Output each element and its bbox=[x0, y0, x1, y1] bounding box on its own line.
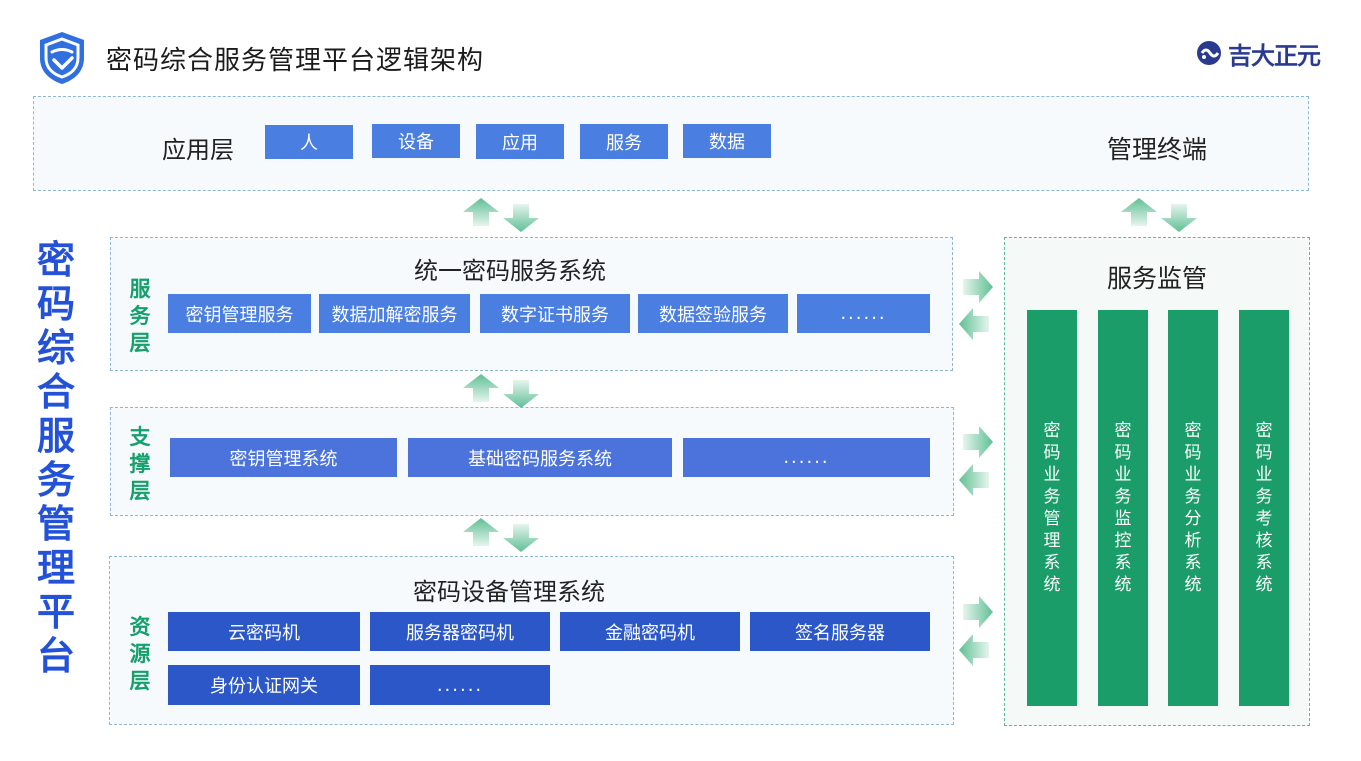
resource-layer-label: 资源层 bbox=[129, 615, 151, 693]
support-item-basic-crypto-system[interactable]: 基础密码服务系统 bbox=[408, 438, 672, 477]
app-item-person[interactable]: 人 bbox=[265, 125, 353, 159]
service-item-more[interactable]: ...... bbox=[797, 294, 930, 333]
resource-item-cloud-hsm[interactable]: 云密码机 bbox=[168, 612, 360, 651]
resource-item-auth-gateway[interactable]: 身份认证网关 bbox=[168, 665, 360, 705]
app-item-service[interactable]: 服务 bbox=[580, 124, 668, 159]
app-item-application[interactable]: 应用 bbox=[476, 124, 564, 159]
app-layer-panel bbox=[33, 96, 1309, 191]
brand-mark-icon bbox=[1197, 41, 1221, 65]
resource-item-server-hsm[interactable]: 服务器密码机 bbox=[370, 612, 550, 651]
arrow-pair-service-monitor bbox=[959, 271, 993, 340]
app-layer-label: 应用层 bbox=[162, 136, 234, 164]
support-layer-label: 支撑层 bbox=[129, 425, 151, 503]
service-layer-label: 服务层 bbox=[129, 277, 151, 355]
arrow-pair-support-resource bbox=[463, 518, 539, 552]
service-item-key-mgmt[interactable]: 密钥管理服务 bbox=[168, 294, 311, 333]
monitor-column-assessment[interactable]: 密码业务考核系统 bbox=[1239, 310, 1289, 706]
resource-item-more[interactable]: ...... bbox=[370, 665, 550, 705]
service-layer-title: 统一密码服务系统 bbox=[414, 257, 606, 285]
monitor-column-management[interactable]: 密码业务管理系统 bbox=[1027, 310, 1077, 706]
arrow-pair-terminal-monitor bbox=[1121, 198, 1197, 232]
resource-item-finance-hsm[interactable]: 金融密码机 bbox=[560, 612, 740, 651]
monitor-column-monitoring[interactable]: 密码业务监控系统 bbox=[1098, 310, 1148, 706]
support-item-more[interactable]: ...... bbox=[683, 438, 930, 477]
management-terminal-label: 管理终端 bbox=[1107, 135, 1208, 164]
app-item-data[interactable]: 数据 bbox=[683, 124, 771, 158]
page-title: 密码综合服务管理平台逻辑架构 bbox=[106, 46, 485, 76]
app-item-device[interactable]: 设备 bbox=[372, 124, 460, 158]
brand-name: 吉大正元 bbox=[1228, 41, 1321, 70]
shield-logo-icon bbox=[40, 32, 84, 84]
monitor-column-analysis[interactable]: 密码业务分析系统 bbox=[1168, 310, 1218, 706]
service-item-sign-verify[interactable]: 数据签验服务 bbox=[638, 294, 788, 333]
service-item-certificate[interactable]: 数字证书服务 bbox=[480, 294, 630, 333]
resource-layer-title: 密码设备管理系统 bbox=[413, 578, 605, 606]
resource-item-sign-server[interactable]: 签名服务器 bbox=[750, 612, 930, 651]
side-title: 密码综合服务管理平台 bbox=[36, 238, 75, 678]
monitor-title: 服务监管 bbox=[1106, 264, 1207, 293]
brand-logo: 吉大正元 bbox=[1196, 38, 1321, 70]
arrow-pair-app-service bbox=[463, 198, 539, 232]
arrow-pair-support-monitor bbox=[959, 426, 993, 496]
arrow-pair-resource-monitor bbox=[959, 596, 993, 666]
arrow-pair-service-support bbox=[463, 374, 539, 408]
service-item-encrypt-decrypt[interactable]: 数据加解密服务 bbox=[319, 294, 470, 333]
support-item-key-mgmt-system[interactable]: 密钥管理系统 bbox=[170, 438, 397, 477]
